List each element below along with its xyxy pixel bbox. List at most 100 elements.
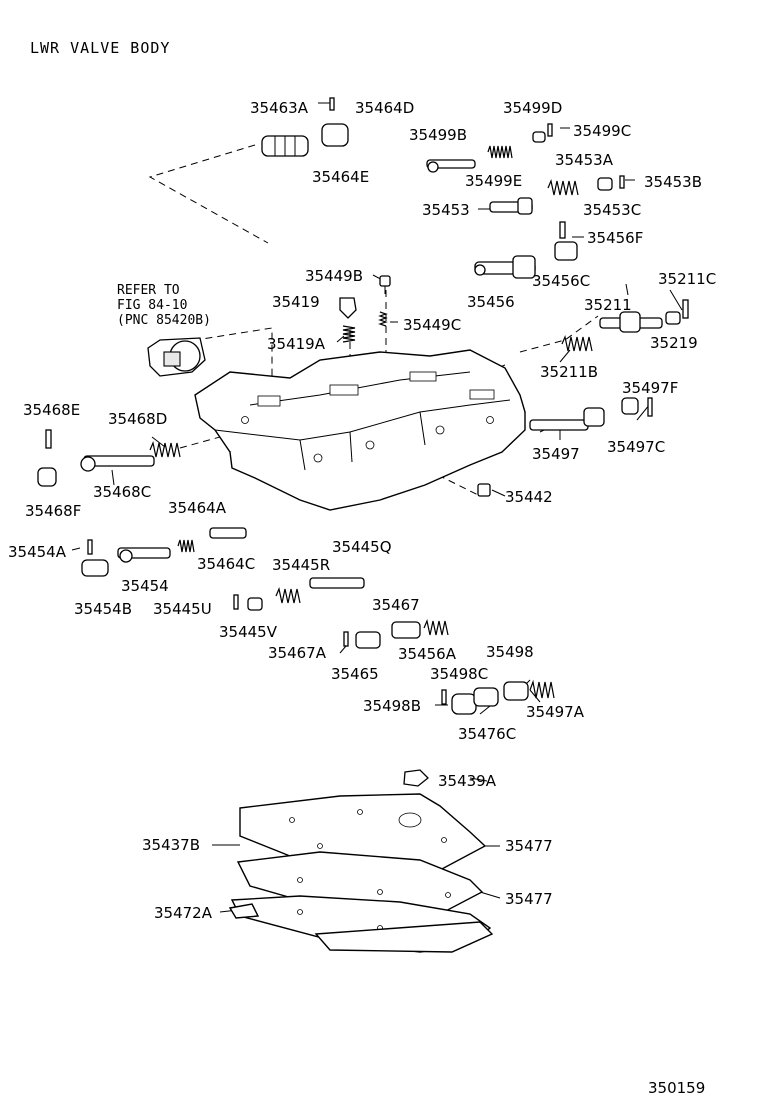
label-35465: 35465: [331, 665, 379, 683]
label-35449C: 35449C: [403, 316, 461, 334]
part-35456F-pin: [559, 221, 566, 239]
part-35449C-spring: [378, 311, 388, 327]
part-35456-valve: [474, 255, 536, 279]
part-35464E-plug: [321, 123, 349, 147]
plate-35472A-tab: [228, 903, 260, 919]
part-35497-valve: [529, 407, 605, 431]
part-35467-plug: [391, 621, 421, 639]
label-35499C: 35499C: [573, 122, 631, 140]
part-35445V-plug: [247, 597, 263, 611]
part-35445Q-valve: [309, 577, 365, 589]
part-35453A-spring: [547, 179, 579, 196]
part-35468D-spring: [149, 441, 181, 458]
label-35445V: 35445V: [219, 623, 278, 641]
part-35456C-plug: [554, 241, 578, 261]
part-35467A-pin: [343, 631, 349, 647]
label-35497: 35497: [532, 445, 580, 463]
label-35497A: 35497A: [526, 703, 585, 721]
lower-cover-plate: [314, 921, 494, 953]
label-35468D: 35468D: [108, 410, 167, 428]
part-35463A-sleeve: [261, 135, 309, 157]
part-35445R-spring: [275, 587, 301, 604]
label-35476C: 35476C: [458, 725, 516, 743]
label-35219: 35219: [650, 334, 698, 352]
label-35467: 35467: [372, 596, 420, 614]
label-35419A: 35419A: [267, 335, 326, 353]
label-35467A: 35467A: [268, 644, 327, 662]
part-35497C-plug: [621, 397, 639, 415]
label-35211B: 35211B: [540, 363, 598, 381]
part-35211-valve: [599, 311, 663, 333]
part-35498C-plug: [473, 687, 499, 707]
part-35211C-pin: [682, 299, 689, 319]
label-35445R: 35445R: [272, 556, 330, 574]
valve-parts: [37, 97, 689, 787]
part-35499C-pin: [547, 123, 553, 137]
part-35219-plug: [665, 311, 681, 325]
figure-number: 350159: [648, 1079, 705, 1097]
label-35456: 35456: [467, 293, 515, 311]
diagram-title: LWR VALVE BODY: [30, 39, 170, 57]
part-35439A-strainer: [403, 769, 429, 787]
part-35453B-pin: [619, 175, 625, 189]
part-35419A-spring: [342, 325, 356, 343]
part-35499E-spring: [487, 145, 513, 159]
part-35419-plug: [339, 297, 357, 319]
label-35449B: 35449B: [305, 267, 363, 285]
part-35497A-spring: [529, 679, 555, 699]
label-35468C: 35468C: [93, 483, 151, 501]
part-35211B-spring: [561, 335, 593, 352]
label-35477-upper: 35477: [505, 837, 553, 855]
part-35449B-check: [379, 275, 391, 294]
separator-plates-and-gaskets: [228, 793, 494, 953]
part-35453C-plug: [597, 177, 613, 191]
part-35468E-pin: [45, 429, 52, 449]
leader-lines: [71, 102, 683, 913]
label-35497F: 35497F: [622, 379, 678, 397]
label-35497C: 35497C: [607, 438, 665, 456]
valve-body-casting: [194, 349, 526, 511]
label-35211C: 35211C: [658, 270, 716, 288]
part-35468C-valve: [80, 455, 155, 472]
label-35498C: 35498C: [430, 665, 488, 683]
solenoid-reference-part: [147, 337, 206, 377]
part-35499B-valve: [426, 159, 476, 173]
reference-note-line2: FIG 84-10: [117, 298, 187, 313]
label-35439A: 35439A: [438, 772, 497, 790]
part-35456A-spring: [423, 619, 449, 636]
label-35442: 35442: [505, 488, 553, 506]
label-35437B: 35437B: [142, 836, 200, 854]
label-35498: 35498: [486, 643, 534, 661]
label-35453: 35453: [422, 201, 470, 219]
part-35464D-pin: [329, 97, 335, 111]
label-35453A: 35453A: [555, 151, 614, 169]
label-35453B: 35453B: [644, 173, 702, 191]
label-35498B: 35498B: [363, 697, 421, 715]
label-35464C: 35464C: [197, 555, 255, 573]
label-35445Q: 35445Q: [332, 538, 392, 556]
label-35456C: 35456C: [532, 272, 590, 290]
part-35464A-spring: [177, 539, 195, 553]
label-35499E: 35499E: [465, 172, 522, 190]
label-35464D: 35464D: [355, 99, 414, 117]
part-35476C-plug: [451, 693, 477, 715]
label-35454: 35454: [121, 577, 169, 595]
label-35456F: 35456F: [587, 229, 643, 247]
label-35468F: 35468F: [25, 502, 81, 520]
part-35499D-plug: [532, 131, 546, 143]
label-35464E: 35464E: [312, 168, 369, 186]
part-35465-plug: [355, 631, 381, 649]
label-35468E: 35468E: [23, 401, 80, 419]
label-35211: 35211: [584, 296, 632, 314]
label-35445U: 35445U: [153, 600, 212, 618]
part-35498B-pin: [441, 689, 447, 705]
part-35454A-pin: [87, 539, 93, 555]
label-35464A: 35464A: [168, 499, 227, 517]
part-35445U-pin: [233, 594, 239, 610]
reference-note-line3: (PNC 85420B): [117, 313, 211, 328]
part-35454-valve: [117, 547, 171, 563]
label-35472A: 35472A: [154, 904, 213, 922]
part-35454B-plug: [81, 559, 109, 577]
label-35477-lower: 35477: [505, 890, 553, 908]
